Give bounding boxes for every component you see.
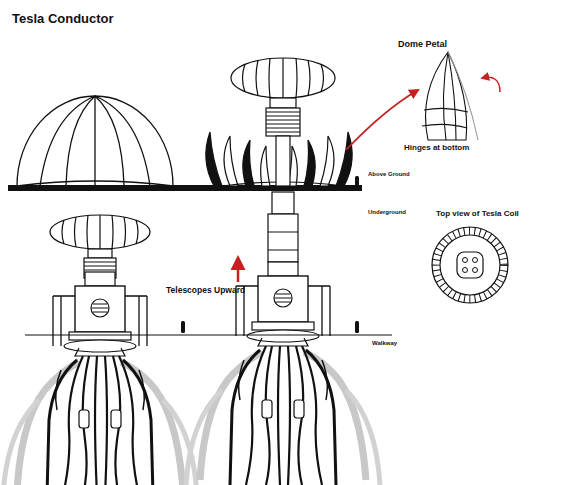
red-arrow xyxy=(237,258,240,282)
toroid xyxy=(231,58,335,98)
petal xyxy=(224,136,238,186)
annotation-label: Above Ground xyxy=(368,171,410,178)
red-arrow xyxy=(482,77,500,92)
machinery-base xyxy=(186,262,380,485)
mast-section xyxy=(268,214,298,262)
petal-edge xyxy=(448,52,478,140)
dome-base xyxy=(17,181,173,186)
coil-turns xyxy=(266,112,300,132)
annotation-label: Telescopes Upward xyxy=(166,286,245,295)
petal xyxy=(243,140,254,186)
petal xyxy=(304,140,315,186)
bolt xyxy=(473,258,478,263)
dome-rib xyxy=(40,96,150,186)
petal xyxy=(336,132,352,186)
coil-winding xyxy=(266,108,300,136)
red-arrow xyxy=(346,90,418,150)
toroid xyxy=(50,215,150,249)
hub xyxy=(457,252,483,278)
post-marker xyxy=(355,321,359,333)
annotation-label: Dome Petal xyxy=(398,40,447,50)
top-view xyxy=(432,227,508,303)
inner-ring xyxy=(440,235,500,295)
mast xyxy=(276,136,290,186)
petal xyxy=(261,146,270,186)
toroid-rib xyxy=(243,58,324,98)
mast-section xyxy=(272,192,294,214)
annotation-label: Hinges at bottom xyxy=(404,144,469,153)
post-marker xyxy=(355,176,359,187)
annotation-label: Walkway xyxy=(372,340,397,347)
outer-ring xyxy=(432,227,508,303)
post-marker xyxy=(181,321,185,333)
annotation-label: Top view of Tesla Coil xyxy=(436,210,519,219)
petal-rib xyxy=(422,52,468,140)
raised-coil xyxy=(231,58,335,262)
coil-cap xyxy=(88,249,112,258)
petal xyxy=(206,132,222,186)
mast-joint xyxy=(268,232,298,250)
coil-cap xyxy=(270,98,296,108)
bolt xyxy=(473,268,478,273)
petal-detail xyxy=(422,52,478,140)
petal xyxy=(320,136,334,186)
diagram-title: Tesla Conductor xyxy=(12,12,114,26)
radial-ribs xyxy=(436,231,504,299)
walkway-line xyxy=(25,334,392,335)
bolt xyxy=(463,268,468,273)
toroid-rib xyxy=(62,215,138,249)
dome-outline xyxy=(17,96,173,186)
closed-dome xyxy=(17,96,173,186)
machinery-base xyxy=(3,272,197,485)
annotation-label: Underground xyxy=(368,209,406,216)
open-petals xyxy=(206,132,352,186)
lowered-coil xyxy=(50,215,150,278)
bolt xyxy=(463,258,468,263)
